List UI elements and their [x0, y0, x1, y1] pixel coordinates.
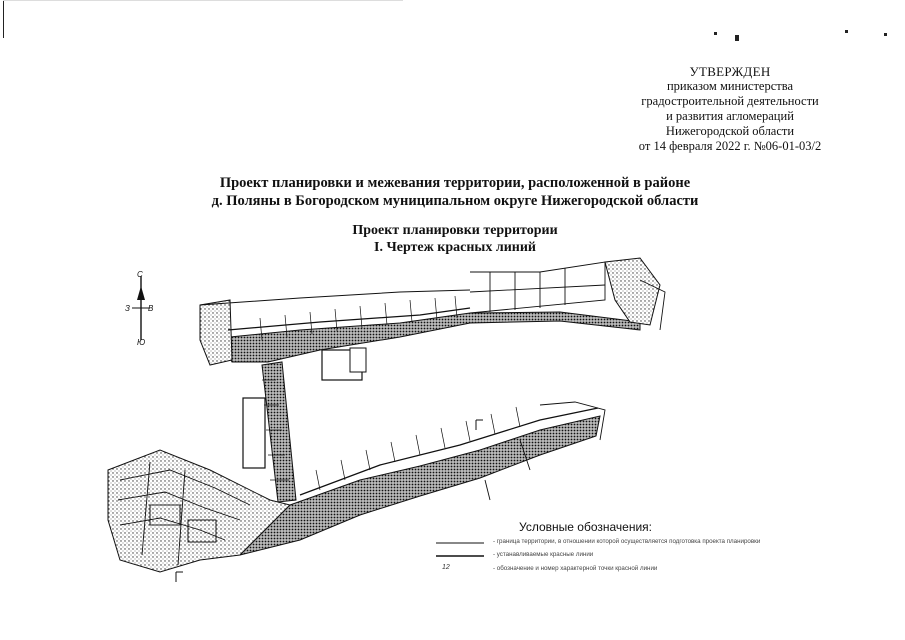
point-marker-label: 12 — [442, 564, 450, 571]
compass-west-label: З — [125, 304, 130, 313]
subtitle-line: I. Чертеж красных линий — [374, 240, 536, 255]
approval-line: Нижегородской области — [665, 124, 795, 138]
approval-block: УТВЕРЖДЕН приказом министерства градостр… — [600, 64, 860, 154]
document-title: Проект планировки и межевания территории… — [150, 174, 760, 210]
legend-title: Условные обозначения: — [519, 520, 652, 534]
upper-boundary-lines — [199, 289, 471, 341]
building-small — [349, 347, 367, 373]
red-line-icon — [436, 555, 484, 557]
legend-text: - устанавливаемые красные линии — [493, 551, 594, 558]
approval-heading: УТВЕРЖДЕН — [689, 64, 771, 79]
frame-left-edge — [3, 0, 4, 38]
legend-item-boundary: - граница территории, в отношении которо… — [436, 538, 856, 548]
approval-line: и развития агломераций — [666, 109, 794, 123]
legend-item-red-line: - устанавливаемые красные линии — [436, 551, 856, 561]
upper-right-zone — [604, 257, 661, 326]
compass-south-label: Ю — [137, 338, 146, 347]
lower-left-parcels — [117, 461, 251, 566]
north-arrow-icon — [132, 276, 150, 340]
vertical-ticks — [262, 379, 289, 481]
upper-road-corridor — [219, 311, 641, 363]
approval-line: от 14 февраля 2022 г. №06-01-03/2 — [638, 139, 822, 153]
vertical-road-corridor — [261, 361, 297, 503]
upper-parcels — [469, 261, 666, 331]
building-left — [242, 397, 266, 469]
lower-left-zone — [107, 449, 291, 573]
title-line: Проект планировки и межевания территории… — [219, 175, 691, 191]
legend-text: - обозначение и номер характерной точки … — [493, 565, 658, 572]
compass-east-label: В — [148, 304, 154, 313]
compass-north-label: С — [137, 270, 143, 279]
subtitle-line: Проект планировки территории — [352, 223, 558, 238]
approval-line: приказом министерства — [666, 79, 794, 93]
frame-top-edge — [3, 0, 403, 1]
title-line: д. Поляны в Богородском муниципальном ок… — [211, 193, 699, 209]
lower-road-corridor — [198, 415, 601, 556]
lower-boundary-lines — [175, 401, 606, 582]
approval-line: градостроительной деятельности — [641, 94, 819, 108]
legend-item-point: 12 - обозначение и номер характерной точ… — [436, 564, 856, 575]
document-subtitle: Проект планировки территории I. Чертеж к… — [300, 222, 610, 256]
legend-text: - граница территории, в отношении которо… — [493, 538, 761, 545]
boundary-line-icon — [436, 542, 484, 544]
point-marker-icon: 12 — [436, 564, 484, 575]
stamp-marks — [714, 30, 887, 41]
upper-left-zone — [199, 299, 233, 366]
